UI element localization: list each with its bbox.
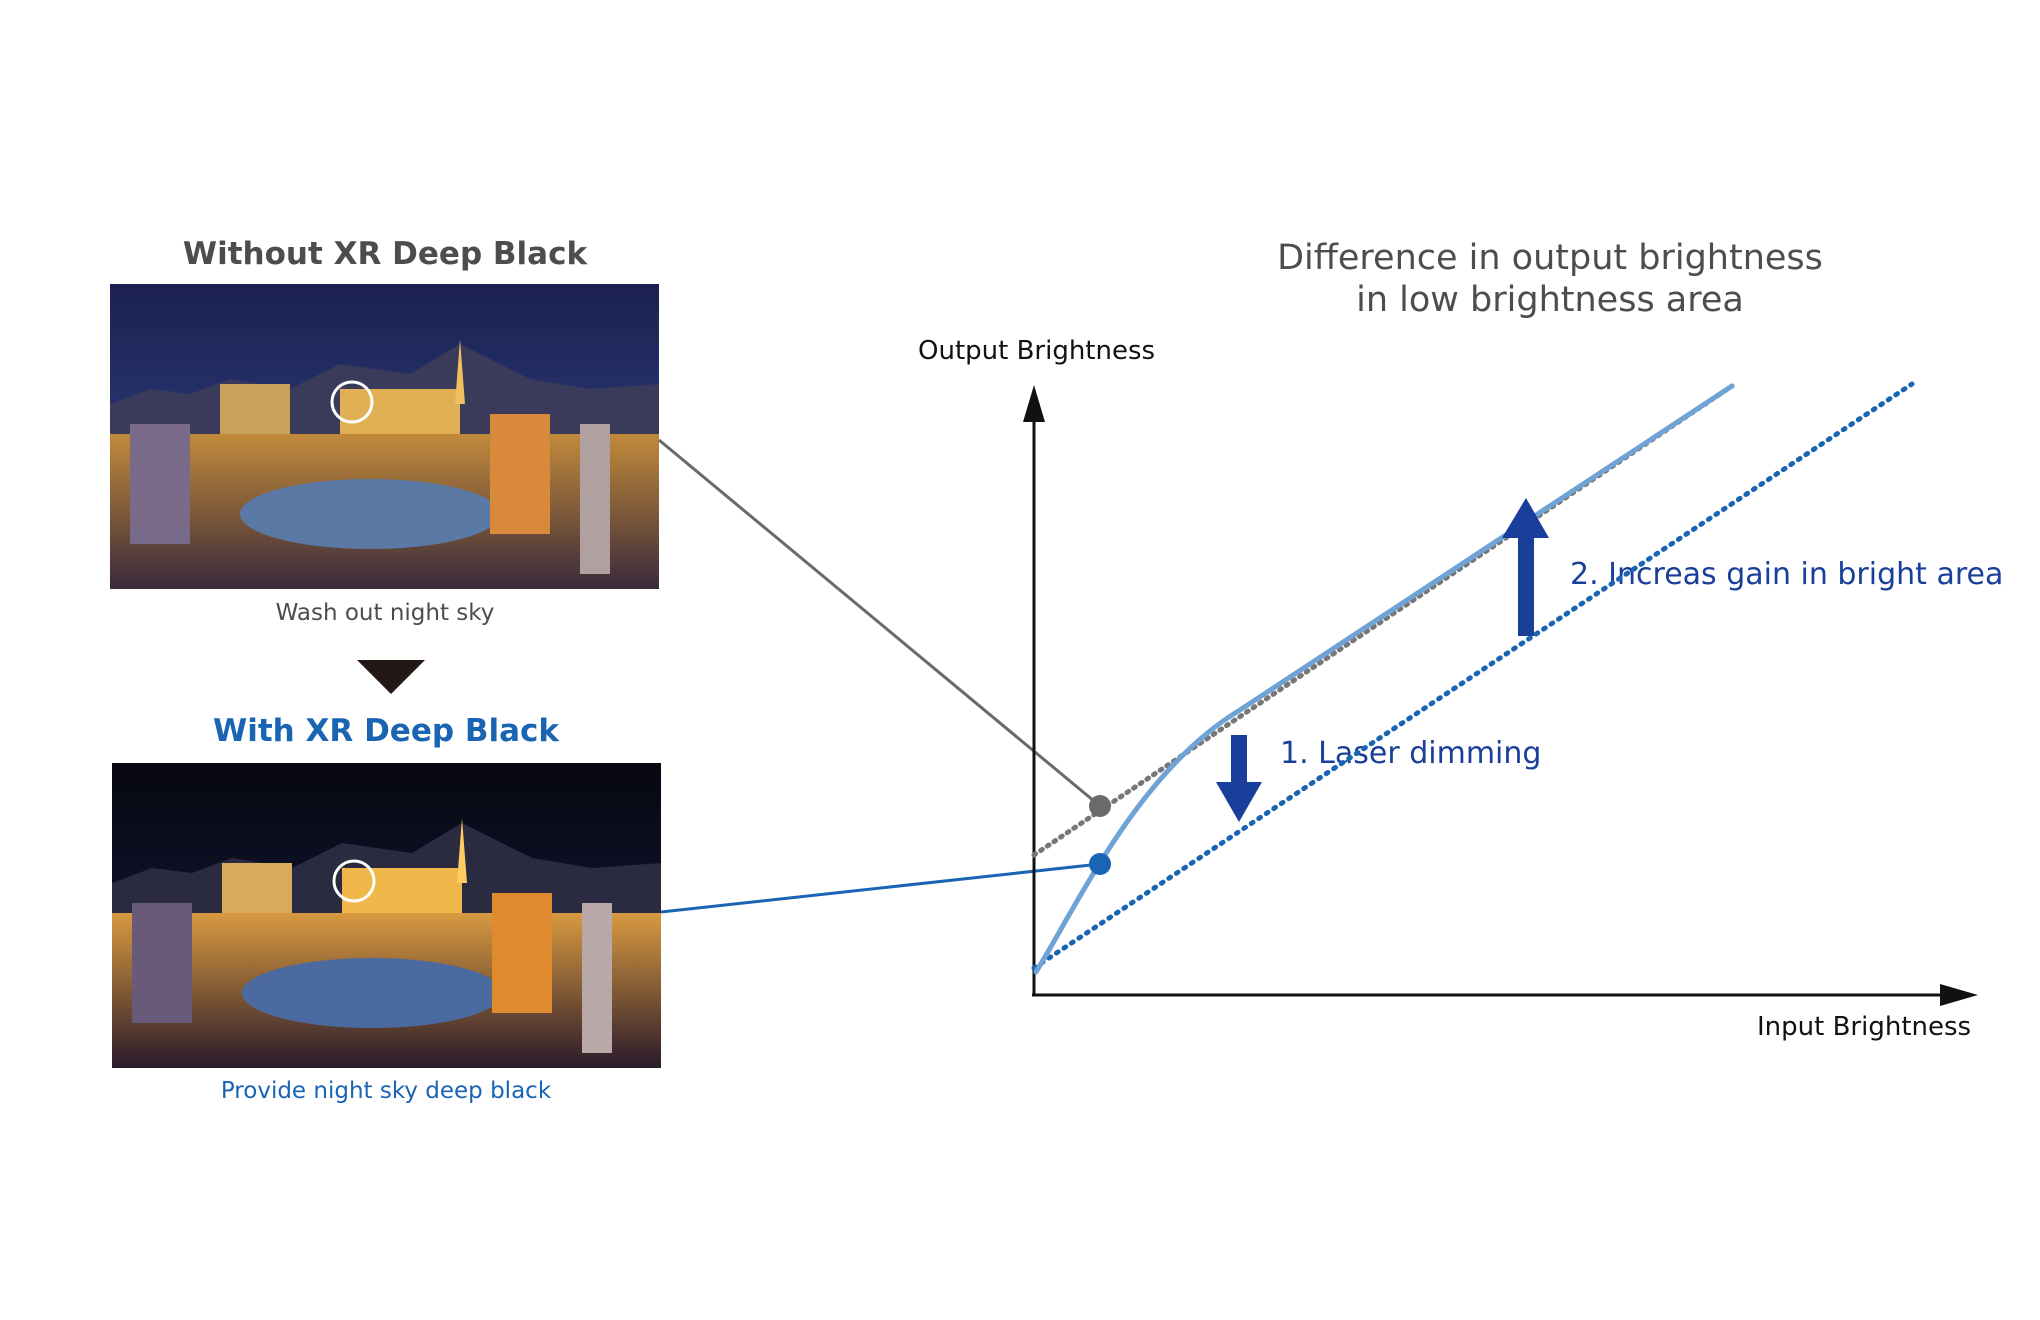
y-axis-arrow-icon xyxy=(1023,385,1045,422)
with-xr-title: With XR Deep Black xyxy=(213,713,559,749)
annotation-laser-dimming: 1. Laser dimming xyxy=(1280,736,1542,771)
y-axis-label: Output Brightness xyxy=(918,336,1156,366)
baseline-dotted-line xyxy=(1031,381,1915,971)
without-xr-point xyxy=(1089,795,1111,817)
with-xr-caption: Provide night sky deep black xyxy=(220,1078,552,1104)
with-xr-curve xyxy=(1033,383,1735,975)
graph-title-line1: Difference in output brightness xyxy=(1277,238,1823,278)
connector-line-with xyxy=(660,862,1101,914)
down-arrow-icon xyxy=(1216,735,1262,822)
connector-line-without xyxy=(658,438,1101,808)
with-xr-point xyxy=(1089,853,1111,875)
night-sky-photo-deep-black xyxy=(112,763,661,1068)
graph-title-line2: in low brightness area xyxy=(1356,280,1744,320)
up-arrow-icon xyxy=(1502,498,1549,636)
without-xr-dotted-line xyxy=(1031,383,1735,858)
x-axis-arrow-icon xyxy=(1940,984,1978,1006)
without-xr-caption: Wash out night sky xyxy=(275,600,495,626)
night-sky-photo-washed-out xyxy=(110,284,659,589)
x-axis-label: Input Brightness xyxy=(1757,1012,1972,1042)
down-triangle-icon xyxy=(357,660,425,694)
without-xr-title: Without XR Deep Black xyxy=(182,236,588,272)
